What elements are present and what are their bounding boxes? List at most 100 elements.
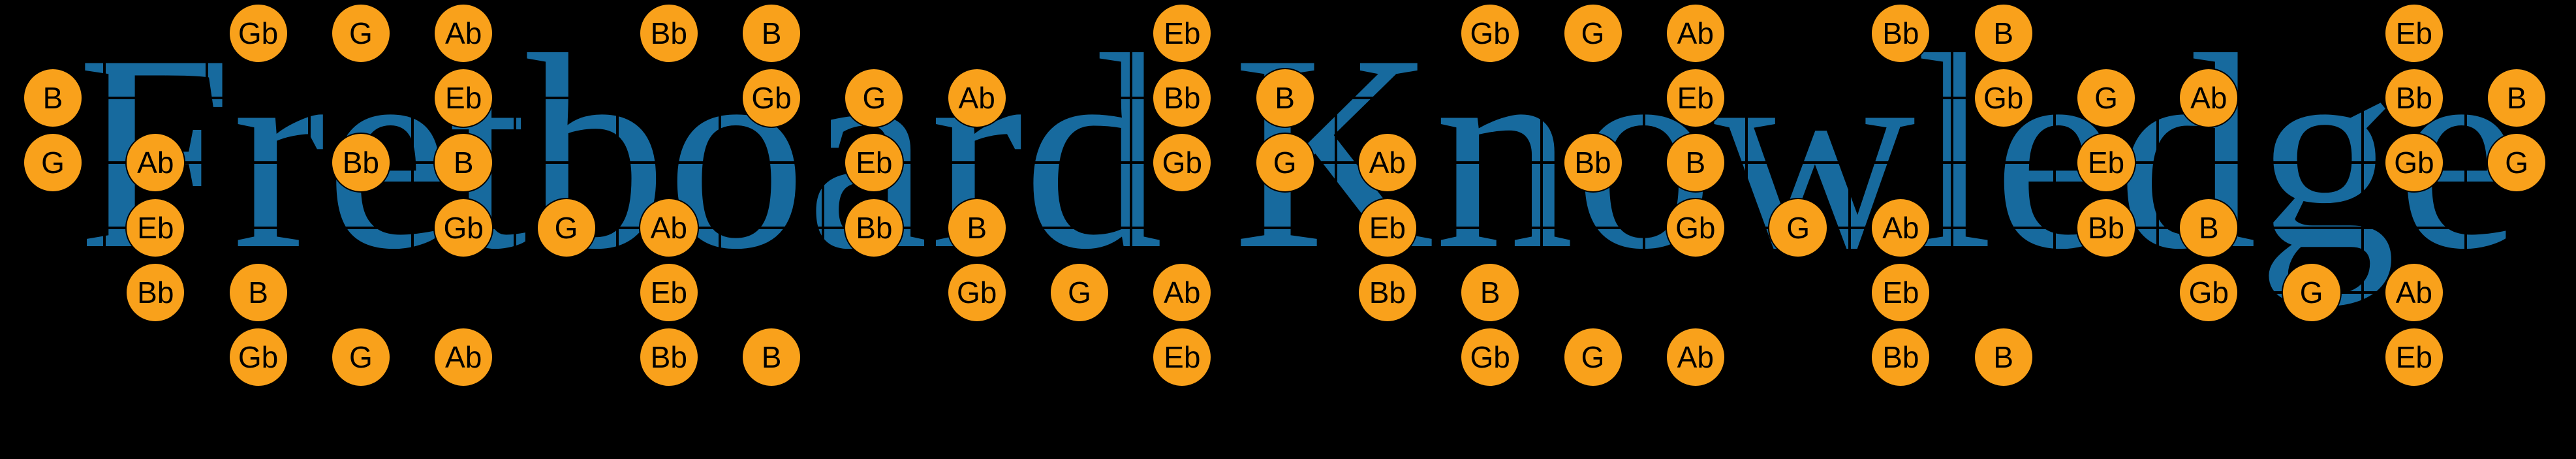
fret-line-15 (1540, 32, 1543, 358)
note-marker-g-s3f0[interactable]: G (23, 133, 83, 193)
fret-line-3 (308, 32, 311, 358)
note-marker-eb-s6f23[interactable]: Eb (2383, 327, 2444, 387)
note-marker-b-s2f0[interactable]: B (23, 68, 83, 128)
note-marker-ab-s2f9[interactable]: Ab (946, 68, 1007, 128)
fret-line-6 (616, 32, 619, 358)
fret-line-22 (2258, 32, 2261, 358)
note-marker-ab-s2f21[interactable]: Ab (2179, 68, 2239, 128)
note-marker-b-s1f7[interactable]: B (741, 3, 802, 63)
note-marker-eb-s3f8[interactable]: Eb (844, 133, 905, 193)
note-marker-g-s6f3[interactable]: G (330, 327, 391, 387)
note-marker-g-s4f17[interactable]: G (1768, 198, 1829, 258)
fret-line-24 (2464, 32, 2467, 358)
note-marker-gb-s3f23[interactable]: Gb (2383, 133, 2444, 193)
note-marker-ab-s3f13[interactable]: Ab (1357, 133, 1418, 193)
fret-line-0 (0, 32, 3, 358)
note-marker-bb-s2f23[interactable]: Bb (2383, 68, 2444, 128)
note-marker-eb-s1f11[interactable]: Eb (1152, 3, 1213, 63)
note-marker-ab-s4f18[interactable]: Ab (1870, 198, 1931, 258)
note-marker-bb-s3f3[interactable]: Bb (330, 133, 391, 193)
note-marker-gb-s2f7[interactable]: Gb (741, 68, 802, 128)
note-marker-bb-s1f6[interactable]: Bb (638, 3, 699, 63)
note-marker-bb-s4f20[interactable]: Bb (2076, 198, 2136, 258)
note-marker-ab-s5f11[interactable]: Ab (1152, 262, 1213, 323)
note-marker-bb-s6f6[interactable]: Bb (638, 327, 699, 387)
fret-line-12 (1232, 32, 1235, 358)
note-marker-g-s6f15[interactable]: G (1562, 327, 1623, 387)
note-marker-eb-s5f6[interactable]: Eb (638, 262, 699, 323)
note-marker-eb-s2f16[interactable]: Eb (1665, 68, 1726, 128)
note-marker-g-s3f12[interactable]: G (1254, 133, 1315, 193)
note-marker-ab-s6f16[interactable]: Ab (1665, 327, 1726, 387)
note-marker-g-s5f22[interactable]: G (2281, 262, 2342, 323)
string-line-4 (1, 227, 2568, 229)
note-marker-g-s1f15[interactable]: G (1562, 3, 1623, 63)
fret-line-19 (1951, 32, 1954, 358)
note-marker-gb-s6f14[interactable]: Gb (1460, 327, 1521, 387)
note-marker-b-s5f14[interactable]: B (1460, 262, 1521, 323)
note-marker-gb-s5f9[interactable]: Gb (946, 262, 1007, 323)
note-marker-bb-s5f13[interactable]: Bb (1357, 262, 1418, 323)
fret-line-23 (2361, 32, 2365, 358)
fret-line-9 (924, 32, 927, 358)
note-marker-bb-s3f15[interactable]: Bb (1562, 133, 1623, 193)
note-marker-ab-s6f4[interactable]: Ab (433, 327, 494, 387)
string-line-5 (1, 291, 2568, 294)
note-marker-ab-s5f23[interactable]: Ab (2383, 262, 2444, 323)
note-marker-bb-s5f1[interactable]: Bb (125, 262, 186, 323)
note-marker-g-s4f5[interactable]: G (536, 198, 597, 258)
note-marker-g-s5f10[interactable]: G (1049, 262, 1110, 323)
fret-line-5 (513, 32, 516, 358)
note-marker-g-s2f20[interactable]: G (2076, 68, 2136, 128)
note-marker-ab-s1f4[interactable]: Ab (433, 3, 494, 63)
note-marker-b-s1f19[interactable]: B (1973, 3, 2034, 63)
note-marker-b-s4f21[interactable]: B (2179, 198, 2239, 258)
fret-line-10 (1027, 32, 1030, 358)
note-marker-b-s2f12[interactable]: B (1254, 68, 1315, 128)
note-marker-gb-s1f14[interactable]: Gb (1460, 3, 1521, 63)
note-marker-eb-s4f1[interactable]: Eb (125, 198, 186, 258)
fret-line-4 (411, 32, 414, 358)
fret-line-16 (1643, 32, 1646, 358)
note-marker-ab-s4f6[interactable]: Ab (638, 198, 699, 258)
note-marker-eb-s3f20[interactable]: Eb (2076, 133, 2136, 193)
note-marker-g-s3f24[interactable]: G (2487, 133, 2547, 193)
fret-line-21 (2156, 32, 2159, 358)
note-marker-bb-s2f11[interactable]: Bb (1152, 68, 1213, 128)
note-marker-gb-s6f2[interactable]: Gb (228, 327, 288, 387)
string-line-1 (1, 32, 2568, 35)
note-marker-bb-s1f18[interactable]: Bb (1870, 3, 1931, 63)
fret-line-11 (1129, 32, 1132, 358)
fret-line-17 (1745, 32, 1748, 358)
fret-line-25 (2566, 32, 2569, 358)
note-marker-b-s5f2[interactable]: B (228, 262, 288, 323)
note-marker-ab-s3f1[interactable]: Ab (125, 133, 186, 193)
note-marker-gb-s4f16[interactable]: Gb (1665, 198, 1726, 258)
note-marker-b-s3f4[interactable]: B (433, 133, 494, 193)
note-marker-b-s6f19[interactable]: B (1973, 327, 2034, 387)
note-marker-b-s4f9[interactable]: B (946, 198, 1007, 258)
fret-line-18 (1848, 32, 1851, 358)
note-marker-b-s6f7[interactable]: B (741, 327, 802, 387)
note-marker-eb-s4f13[interactable]: Eb (1357, 198, 1418, 258)
note-marker-b-s3f16[interactable]: B (1665, 133, 1726, 193)
note-marker-gb-s2f19[interactable]: Gb (1973, 68, 2034, 128)
note-marker-bb-s6f18[interactable]: Bb (1870, 327, 1931, 387)
note-marker-bb-s4f8[interactable]: Bb (844, 198, 905, 258)
note-marker-b-s2f24[interactable]: B (2487, 68, 2547, 128)
note-marker-eb-s2f4[interactable]: Eb (433, 68, 494, 128)
note-marker-gb-s3f11[interactable]: Gb (1152, 133, 1213, 193)
note-marker-g-s2f8[interactable]: G (844, 68, 905, 128)
note-marker-gb-s1f2[interactable]: Gb (228, 3, 288, 63)
fret-line-20 (2053, 32, 2056, 358)
note-marker-eb-s5f18[interactable]: Eb (1870, 262, 1931, 323)
note-marker-gb-s5f21[interactable]: Gb (2179, 262, 2239, 323)
note-marker-g-s1f3[interactable]: G (330, 3, 391, 63)
note-marker-eb-s1f23[interactable]: Eb (2383, 3, 2444, 63)
note-marker-ab-s1f16[interactable]: Ab (1665, 3, 1726, 63)
note-marker-eb-s6f11[interactable]: Eb (1152, 327, 1213, 387)
note-marker-gb-s4f4[interactable]: Gb (433, 198, 494, 258)
fret-line-1 (102, 32, 106, 358)
fret-line-13 (1335, 32, 1338, 358)
